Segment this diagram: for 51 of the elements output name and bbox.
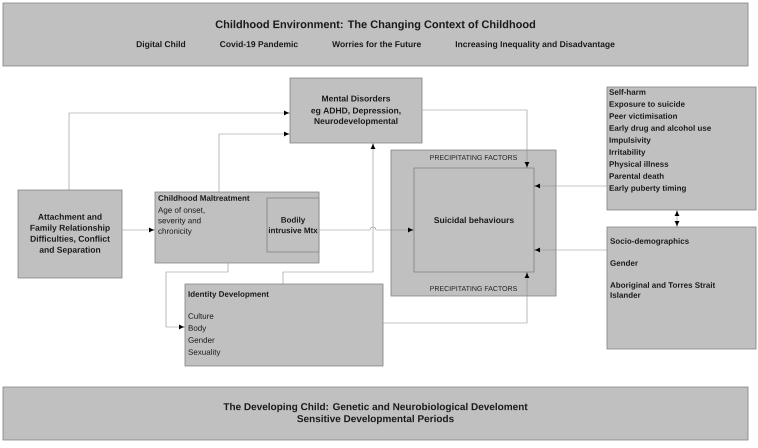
box-heading: Identity Development — [188, 291, 269, 298]
banner-title: Childhood Environment: The Changing Context of Childhood — [216, 20, 536, 30]
list-item: Impulsivity — [610, 137, 651, 144]
factor-box — [290, 78, 422, 144]
box-heading: Mental Disorders — [322, 95, 390, 102]
arrow — [282, 144, 376, 284]
foundation-banner — [2, 386, 748, 440]
box-text: Suicidal behaviours — [434, 216, 514, 224]
banner-item: Worries for the Future — [332, 40, 421, 48]
factor-box — [606, 226, 756, 350]
risk-factor-box — [606, 86, 756, 210]
list-item: Irritability — [610, 149, 646, 156]
list-item: Aboriginal and Torres Strait Islander — [610, 282, 716, 298]
factor-box — [184, 284, 384, 366]
banner-item: Increasing Inequality and Disadvantage — [456, 40, 615, 49]
box-text: Attachment and Family Relationship Difficulties, Conflict and Separation — [30, 214, 110, 254]
box-heading: Childhood Maltreatment — [158, 195, 250, 201]
factor-box — [18, 190, 122, 278]
outcome-box — [414, 168, 534, 272]
box-text: Age of onset, severity and chronicity — [158, 207, 204, 236]
list-item: Self-harm — [609, 89, 646, 95]
banner-item: Covid-19 Pandemic — [220, 40, 298, 48]
list-item: Gender — [610, 260, 638, 266]
arrow — [122, 228, 154, 232]
arrow — [674, 210, 680, 226]
list-item: Body — [188, 325, 206, 332]
list-item: Parental death — [610, 173, 664, 179]
arrow — [534, 184, 608, 188]
list-item: Early drug and alcohol use — [610, 125, 711, 132]
list-item: Sexuality — [188, 349, 220, 356]
box-text: Bodily intrusive Mtx — [268, 216, 318, 234]
box-text: eg ADHD, Depression, Neurodevelopmental — [311, 107, 401, 126]
arrow — [534, 248, 608, 252]
banner-item: Digital Child — [136, 40, 186, 49]
banner-title: The Developing Child: Genetic and Neurobiological Develoment — [223, 402, 528, 412]
banner-subtitle: Sensitive Developmental Periods — [297, 414, 454, 424]
list-item: Physical illness — [610, 161, 668, 168]
factor-box — [266, 198, 320, 252]
arrow — [318, 226, 414, 232]
list-item: Early puberty timing — [610, 185, 686, 192]
arrow — [218, 132, 290, 192]
arrow — [166, 262, 228, 330]
arrow — [382, 272, 530, 324]
context-banner — [2, 2, 748, 66]
arrow — [68, 110, 290, 190]
list-item: Exposure to suicide — [610, 101, 685, 108]
list-item: Gender — [188, 337, 215, 343]
list-item: Culture — [188, 313, 214, 319]
list-item: Socio-demographics — [610, 238, 689, 246]
list-item: Peer victimisation — [610, 113, 677, 119]
arrow — [422, 110, 530, 168]
